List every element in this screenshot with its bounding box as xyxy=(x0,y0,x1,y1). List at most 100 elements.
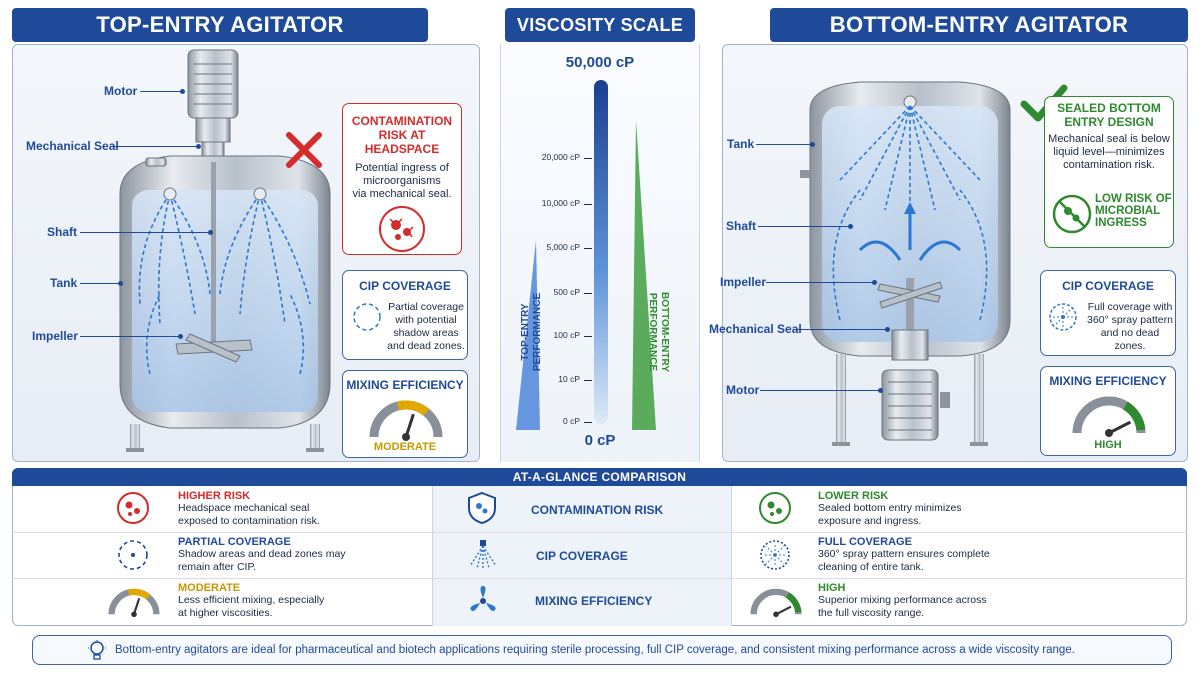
bottom-mixing-level: HIGH xyxy=(1094,439,1122,451)
viscosity-tick: 10 cP xyxy=(558,374,580,384)
comparison-header: AT-A-GLANCE COMPARISON xyxy=(12,468,1187,486)
comparison-title: AT-A-GLANCE COMPARISON xyxy=(512,470,687,484)
contamination-text-1: Potential ingress of xyxy=(355,162,449,174)
row-divider-2 xyxy=(12,578,1187,579)
lower-risk-icon xyxy=(759,492,791,524)
bottom-cip-box: CIP COVERAGE Full coverage with 360° spr… xyxy=(1040,270,1176,356)
lightbulb-icon xyxy=(88,640,106,660)
viscosity-max: 50,000 cP xyxy=(565,54,635,71)
bottom-impeller-label: Impeller xyxy=(720,275,767,289)
row3-right: HIGH Superior mixing performance across … xyxy=(818,582,987,619)
top-cip-text-1: Partial coverage xyxy=(388,301,464,313)
sealed-text-1: Mechanical seal is below xyxy=(1048,133,1170,145)
viscosity-tick-mark xyxy=(584,204,592,205)
viscosity-tick: 100 cP xyxy=(553,330,580,340)
gauge-needle xyxy=(775,605,792,616)
contamination-text-2: microorganisms xyxy=(363,175,441,187)
row1-left: HIGHER RISK Headspace mechanical seal ex… xyxy=(178,490,320,527)
row2-left: PARTIAL COVERAGE Shadow areas and dead z… xyxy=(178,536,346,573)
row2-right: FULL COVERAGE 360° spray pattern ensures… xyxy=(818,536,990,573)
top-impeller-label: Impeller xyxy=(32,329,79,343)
top-seal-leader xyxy=(112,144,201,149)
top-cip-text-4: and dead zones. xyxy=(387,340,465,352)
partial-spray-icon xyxy=(353,303,381,331)
viscosity-tick: 5,000 cP xyxy=(546,242,580,252)
row3-left: MODERATE Less efficient mixing, especial… xyxy=(178,582,325,619)
bottom-mixing-title: MIXING EFFICIENCY xyxy=(1049,374,1167,388)
top-entry-tank-illustration xyxy=(119,49,331,452)
gauge-arc xyxy=(785,592,802,613)
contamination-title-1: CONTAMINATION xyxy=(351,114,453,128)
bottom-tank-leader xyxy=(756,142,815,147)
row-divider-1 xyxy=(12,532,1187,533)
shield-microbe-icon xyxy=(468,491,496,525)
gauge-arc xyxy=(1122,401,1146,431)
bottom-entry-title: BOTTOM-ENTRY AGITATOR xyxy=(829,12,1129,37)
gauge-arc xyxy=(396,400,430,416)
bottom-shaft-label: Shaft xyxy=(726,219,756,233)
viscosity-tick-mark xyxy=(584,336,592,337)
microbe-icon xyxy=(379,206,425,252)
contamination-text-3: via mechanical seal. xyxy=(352,188,452,200)
red-x-icon xyxy=(286,132,322,168)
no-microbe-icon xyxy=(1052,194,1092,234)
full-spray-icon xyxy=(1049,303,1077,331)
footer-text: Bottom-entry agitators are ideal for pha… xyxy=(115,644,1075,656)
full-coverage-icon xyxy=(760,540,790,570)
viscosity-tick-mark xyxy=(584,158,592,159)
top-mixing-box: MIXING EFFICIENCY MODERATE xyxy=(342,370,468,458)
viscosity-min: 0 cP xyxy=(584,432,616,449)
sealed-title-2: ENTRY DESIGN xyxy=(1064,115,1154,129)
propeller-icon xyxy=(470,586,496,612)
viscosity-tick-mark xyxy=(584,248,592,249)
viscosity-bar xyxy=(594,80,608,424)
top-tank-leader xyxy=(80,281,123,286)
bottom-entry-tank-illustration xyxy=(800,81,1011,446)
spray-nozzle-icon xyxy=(469,540,497,569)
viscosity-tick: 0 cP xyxy=(562,416,580,426)
sealed-text-3: contamination risk. xyxy=(1063,159,1155,171)
top-cip-title: CIP COVERAGE xyxy=(359,279,451,293)
gauge-needle xyxy=(133,597,141,615)
contamination-risk-box: CONTAMINATION RISK AT HEADSPACE Potentia… xyxy=(342,103,462,255)
viscosity-tick: 20,000 cP xyxy=(541,152,580,162)
partial-coverage-icon xyxy=(118,540,148,570)
top-cip-text-2: with potential xyxy=(395,314,457,326)
row2-center: CIP COVERAGE xyxy=(536,549,628,563)
bottom-mixing-gauge xyxy=(1072,396,1146,437)
bottom-performance-wedge xyxy=(632,120,656,430)
top-mixing-level: MODERATE xyxy=(373,441,437,453)
sealed-title-1: SEALED BOTTOM xyxy=(1057,101,1161,115)
bottom-entry-header: BOTTOM-ENTRY AGITATOR xyxy=(770,8,1188,42)
top-shaft-leader xyxy=(80,230,213,235)
top-entry-header: TOP-ENTRY AGITATOR xyxy=(12,8,428,42)
viscosity-title: VISCOSITY SCALE xyxy=(516,14,684,35)
sealed-text-2: liquid level—minimizes xyxy=(1053,146,1165,158)
bottom-tank-label: Tank xyxy=(727,137,755,151)
top-cip-box: CIP COVERAGE Partial coverage with poten… xyxy=(342,270,468,360)
contamination-title-2: RISK AT HEADSPACE xyxy=(364,128,440,156)
bottom-cip-title: CIP COVERAGE xyxy=(1062,279,1154,293)
bottom-cip-text-2: 360° spray pattern xyxy=(1087,314,1173,326)
higher-risk-icon xyxy=(117,492,149,524)
gauge-hub xyxy=(402,433,410,441)
top-performance-wedge xyxy=(516,240,540,430)
gauge-hub xyxy=(773,611,779,618)
bottom-impeller-leader xyxy=(766,280,877,285)
top-mixing-title: MIXING EFFICIENCY xyxy=(346,378,464,392)
bottom-seal-label: Mechanical Seal xyxy=(709,322,802,336)
row3-center: MIXING EFFICIENCY xyxy=(535,594,653,608)
sealed-design-box: SEALED BOTTOM ENTRY DESIGN Mechanical se… xyxy=(1044,96,1174,248)
footer-banner: Bottom-entry agitators are ideal for pha… xyxy=(32,635,1172,665)
bottom-seal-leader xyxy=(795,327,890,332)
bottom-motor-leader xyxy=(760,388,883,393)
viscosity-tick: 500 cP xyxy=(553,287,580,297)
viscosity-tick: 10,000 cP xyxy=(541,198,580,208)
top-entry-title: TOP-ENTRY AGITATOR xyxy=(96,12,344,37)
bottom-cip-text-1: Full coverage with xyxy=(1087,301,1173,313)
top-motor-leader xyxy=(140,89,185,94)
top-motor-label: Motor xyxy=(104,84,138,98)
low-risk-1: LOW RISK OF xyxy=(1095,193,1172,205)
viscosity-tick-mark xyxy=(584,380,592,381)
